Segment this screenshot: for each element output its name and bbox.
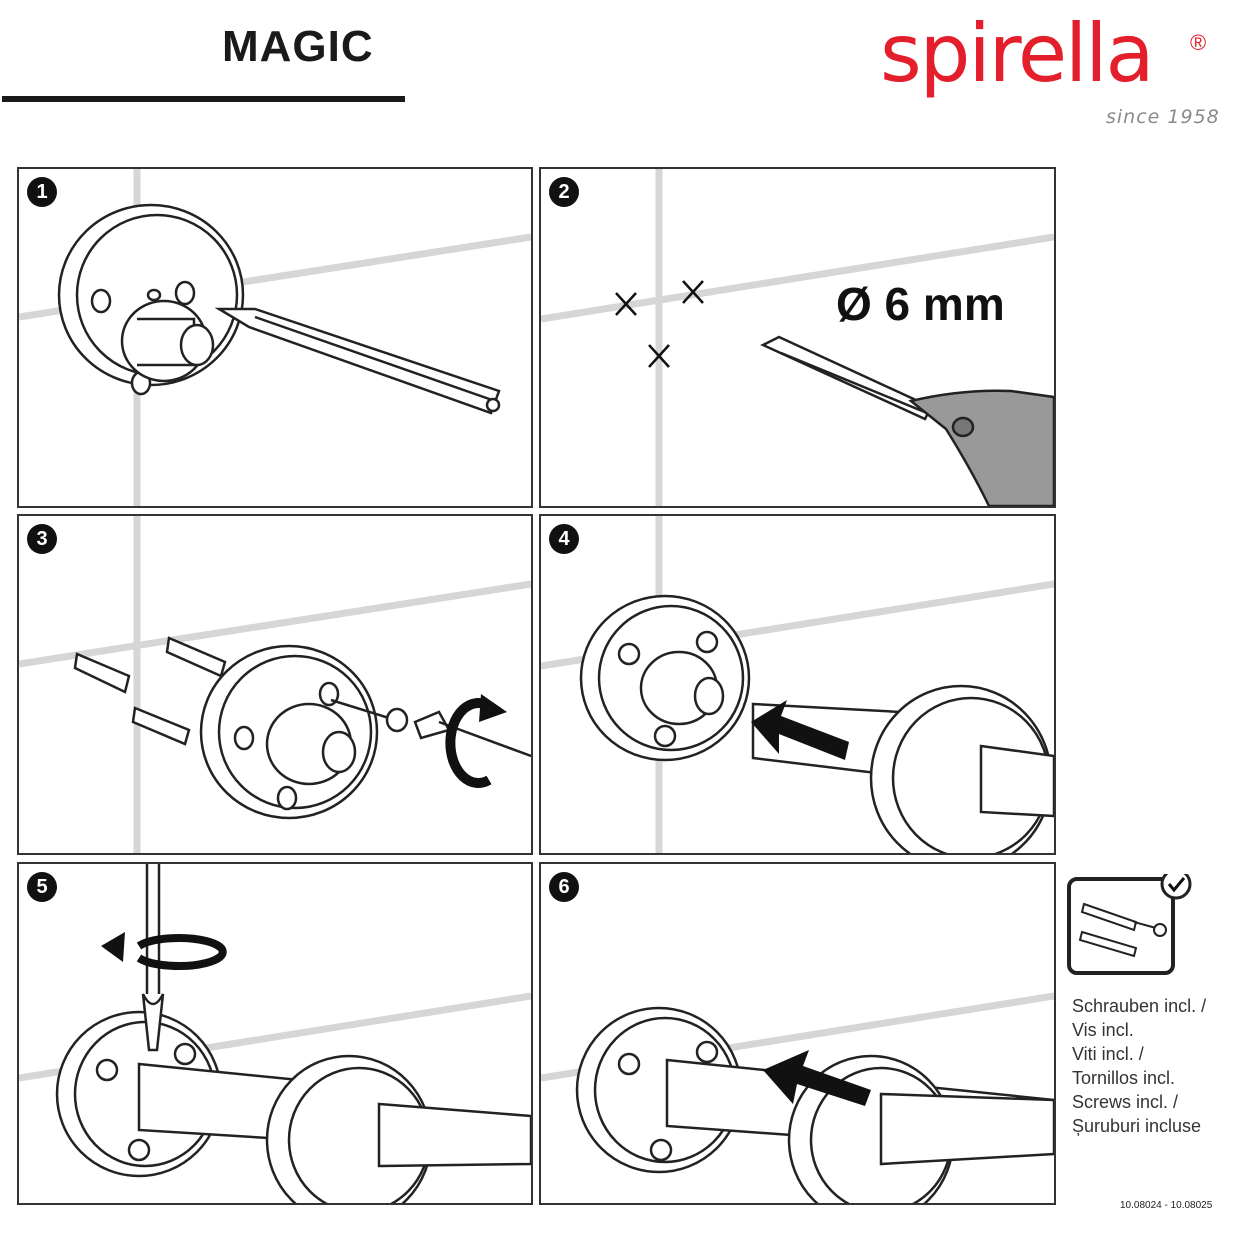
screws-line-de: Schrauben incl. /	[1072, 996, 1207, 1016]
step-3-panel: 3	[17, 514, 533, 855]
screws-included-text: Schrauben incl. / Vis incl. Viti incl. /…	[1072, 994, 1206, 1138]
screws-line-es: Tornillos incl.	[1072, 1068, 1176, 1088]
drill-diameter-label: Ø 6 mm	[836, 278, 1005, 330]
wall-marking-illustration	[19, 169, 531, 506]
registered-mark: ®	[1190, 30, 1207, 55]
step-number: 2	[549, 177, 579, 207]
step-number: 6	[549, 872, 579, 902]
attach-rod-illustration	[541, 516, 1054, 853]
step-2-panel: 2 Ø 6 mm	[539, 167, 1056, 508]
brand-logo: spirella	[880, 7, 1155, 100]
fixing-screws-illustration	[19, 516, 531, 853]
title-underline	[2, 96, 405, 102]
screws-line-en: Screws incl. /	[1072, 1092, 1179, 1112]
slide-rosette-illustration	[541, 992, 1054, 1203]
step-5-panel: 5	[17, 862, 533, 1205]
screws-line-it: Viti incl. /	[1072, 1044, 1144, 1064]
step-1-panel: 1	[17, 167, 533, 508]
brand-tagline: since 1958	[1106, 106, 1220, 128]
screws-line-ro: Șuruburi incluse	[1072, 1116, 1202, 1136]
step-number: 3	[27, 524, 57, 554]
step-number: 1	[27, 177, 57, 207]
screws-line-fr: Vis incl.	[1072, 1020, 1134, 1040]
product-title: MAGIC	[222, 22, 374, 71]
step-number: 5	[27, 872, 57, 902]
step-6-panel: 6	[539, 862, 1056, 1205]
drilling-illustration	[541, 169, 1054, 506]
step-4-panel: 4	[539, 514, 1056, 855]
screws-included-icon	[1066, 868, 1212, 985]
tighten-screw-illustration	[19, 864, 531, 1203]
step-number: 4	[549, 524, 579, 554]
article-numbers: 10.08024 - 10.08025	[1120, 1200, 1213, 1211]
